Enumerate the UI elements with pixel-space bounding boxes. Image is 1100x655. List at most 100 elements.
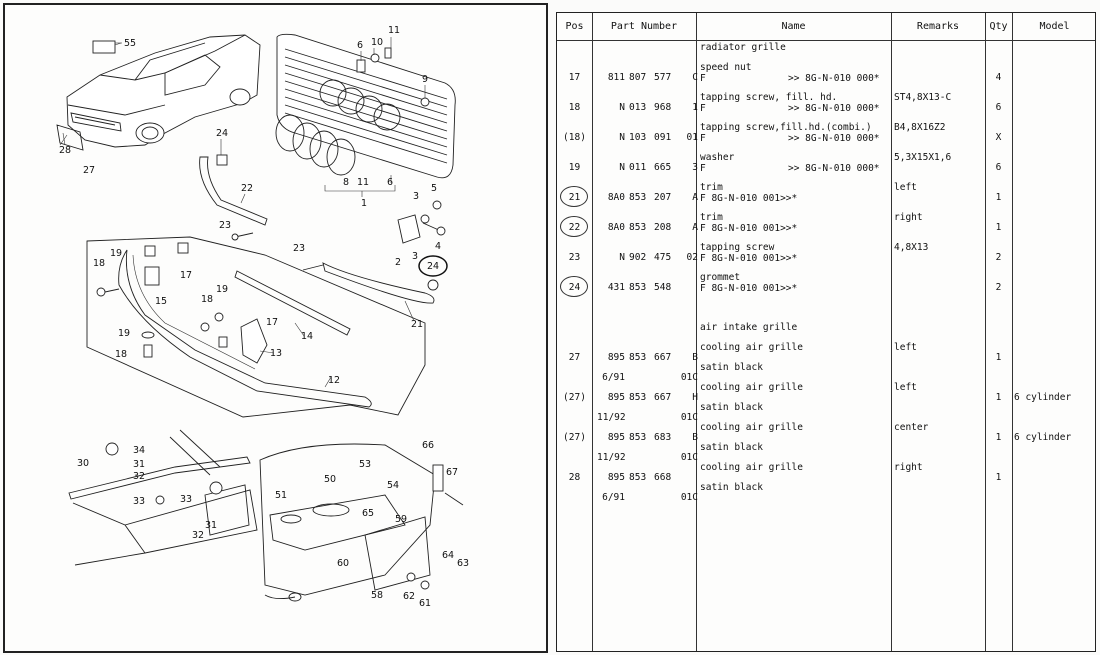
header-part-number: Part Number [610, 21, 678, 32]
label-66: 66 [422, 440, 434, 451]
name-cell: washer [700, 152, 735, 163]
label-65: 65 [362, 508, 374, 519]
remarks-cell: left [894, 342, 917, 353]
callout-24-circle-mark [418, 255, 448, 277]
part-number-segment: 853 [629, 192, 647, 203]
pos-cell: (27) [563, 392, 586, 403]
label-18c: 18 [115, 349, 127, 360]
part-number-segment: 577 [654, 72, 672, 83]
name-cell: grommet [700, 272, 741, 283]
label-5: 5 [431, 183, 437, 194]
label-22: 22 [241, 183, 253, 194]
label-67: 67 [446, 467, 458, 478]
label-21: 21 [411, 319, 423, 330]
label-18: 18 [93, 258, 105, 269]
qty-cell: 4 [995, 72, 1002, 83]
part-number-segment: 968 [654, 102, 672, 113]
name-cell: satin black [700, 442, 763, 453]
part-number-segment: A [692, 222, 698, 233]
remarks-cell: ST4,8X13-C [894, 92, 952, 103]
col-divider [1012, 13, 1013, 651]
label-23b: 23 [293, 243, 305, 254]
header-qty: Qty [989, 21, 1008, 32]
name-subline: F [700, 73, 706, 84]
remarks-cell: left [894, 382, 917, 393]
name-subline-ref: >> 8G-N-010 000* [788, 163, 880, 174]
rear-section-illustration [68, 429, 464, 602]
remarks-cell: left [894, 182, 917, 193]
part-number-segment: N [619, 102, 625, 113]
name-cell: tapping screw,fill.hd.(combi.) [700, 122, 872, 133]
part-number-segment: 853 [629, 432, 647, 443]
label-31b: 31 [205, 520, 217, 531]
part-number-segment: 853 [629, 282, 647, 293]
part-number-segment: 668 [654, 472, 672, 483]
part-number-segment: B [692, 352, 698, 363]
part-number-segment: 667 [654, 392, 672, 403]
name-cell: satin black [700, 362, 763, 373]
name-subline-ref: >> 8G-N-010 000* [788, 133, 880, 144]
qty-cell: X [995, 132, 1002, 143]
name-subline: F [700, 103, 706, 114]
remarks-cell: 4,8X13 [894, 242, 929, 253]
label-14: 14 [301, 331, 313, 342]
label-33b: 33 [180, 494, 192, 505]
header-divider [557, 40, 1095, 41]
bumper-12-illustration [118, 249, 372, 408]
model-cell: 6 cylinder [1014, 392, 1072, 403]
part-number-segment: H [692, 392, 698, 403]
part-number-segment: 807 [629, 72, 647, 83]
name-cell: cooling air grille [700, 422, 803, 433]
label-12: 12 [328, 375, 340, 386]
label-8: 8 [343, 177, 349, 188]
part-number-segment: C [692, 72, 698, 83]
qty-cell: 6 [995, 162, 1002, 173]
parts-table: Pos Part Number Name Remarks Qty Model r… [556, 12, 1096, 652]
label-34: 34 [133, 445, 145, 456]
qty-cell: 1 [995, 392, 1002, 403]
radiator-grille-illustration [276, 33, 456, 179]
label-58: 58 [371, 590, 383, 601]
label-30: 30 [77, 458, 89, 469]
trim-21-illustration [322, 262, 435, 304]
part-number-segment: N [619, 132, 625, 143]
qty-cell: 2 [995, 252, 1002, 263]
name-subline: F 8G-N-010 001>>* [700, 223, 798, 234]
label-54: 54 [387, 480, 399, 491]
qty-cell: 1 [995, 192, 1002, 203]
header-name: Name [781, 21, 806, 32]
part-number-segment: 01C [680, 372, 698, 383]
pos-cell: 19 [568, 162, 581, 173]
pos-circle-mark [560, 216, 588, 237]
part-number-segment: 431 [607, 282, 625, 293]
remarks-cell: B4,8X16Z2 [894, 122, 946, 133]
label-19: 19 [110, 248, 122, 259]
part-number-segment: 548 [654, 282, 672, 293]
part-number-segment: 853 [629, 472, 647, 483]
label-50: 50 [324, 474, 336, 485]
pos-circle-mark [560, 276, 588, 297]
part-number-segment: N [619, 162, 625, 173]
part-number-segment: 895 [607, 352, 625, 363]
detail-box-outline [86, 236, 426, 418]
label-63: 63 [457, 558, 469, 569]
exploded-parts-diagram: 55 11 6 10 9 24 28 27 22 23 8 11 6 1 3 5… [3, 3, 548, 653]
part-number-segment: 475 [654, 252, 672, 263]
name-subline: F 8G-N-010 001>>* [700, 253, 798, 264]
header-model: Model [1039, 21, 1070, 32]
label-53: 53 [359, 459, 371, 470]
label-10: 10 [371, 37, 383, 48]
leader-lines [62, 37, 426, 388]
name-cell: trim [700, 182, 723, 193]
name-cell: cooling air grille [700, 462, 803, 473]
label-17: 17 [180, 270, 192, 281]
label-33: 33 [133, 496, 145, 507]
label-3b: 3 [412, 251, 418, 262]
part-number-segment: 091 [654, 132, 672, 143]
header-pos: Pos [565, 21, 584, 32]
part-number-segment: 208 [654, 222, 672, 233]
pos-cell: 18 [568, 102, 581, 113]
label-19b: 19 [216, 284, 228, 295]
label-6b: 6 [387, 177, 393, 188]
label-3: 3 [413, 191, 419, 202]
